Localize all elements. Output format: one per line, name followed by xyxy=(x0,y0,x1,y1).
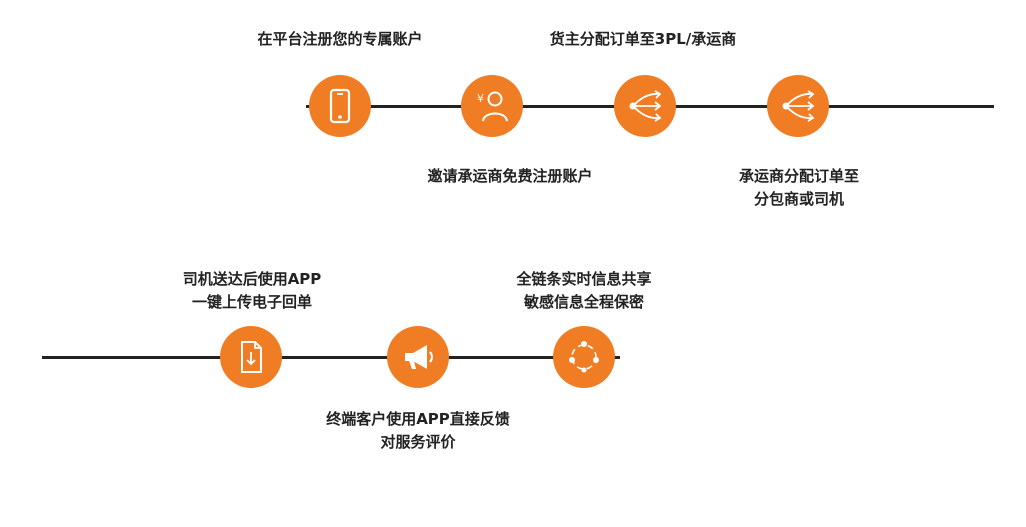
step-label-assign-sub: 承运商分配订单至 分包商或司机 xyxy=(738,167,860,208)
user-yen-icon: ¥ xyxy=(477,91,508,122)
step-label-invite: 邀请承运商免费注册账户 xyxy=(427,167,593,185)
distribute-arrows-icon xyxy=(782,90,815,122)
step-node-invite: ¥ xyxy=(461,75,523,137)
step-label-share: 全链条实时信息共享 敏感信息全程保密 xyxy=(516,270,652,311)
step-node-feedback xyxy=(387,326,449,388)
step-node-upload xyxy=(220,326,282,388)
step-node-assign-sub xyxy=(767,75,829,137)
smartphone-icon xyxy=(329,88,351,124)
megaphone-icon xyxy=(405,345,433,369)
step-label-feedback: 终端客户使用APP直接反馈 对服务评价 xyxy=(326,410,510,451)
step-label-register: 在平台注册您的专属账户 xyxy=(257,30,423,48)
document-download-icon xyxy=(241,341,262,373)
cycle-share-icon xyxy=(569,341,599,373)
svg-text:¥: ¥ xyxy=(477,92,484,105)
step-label-upload: 司机送达后使用APP 一键上传电子回单 xyxy=(182,270,322,311)
step-node-share xyxy=(553,326,615,388)
step-node-register xyxy=(309,75,371,137)
timeline-line-bottom xyxy=(42,356,620,359)
step-node-assign-3pl xyxy=(614,75,676,137)
distribute-arrows-icon xyxy=(629,90,662,122)
step-label-assign-3pl: 货主分配订单至3PL/承运商 xyxy=(549,30,737,48)
